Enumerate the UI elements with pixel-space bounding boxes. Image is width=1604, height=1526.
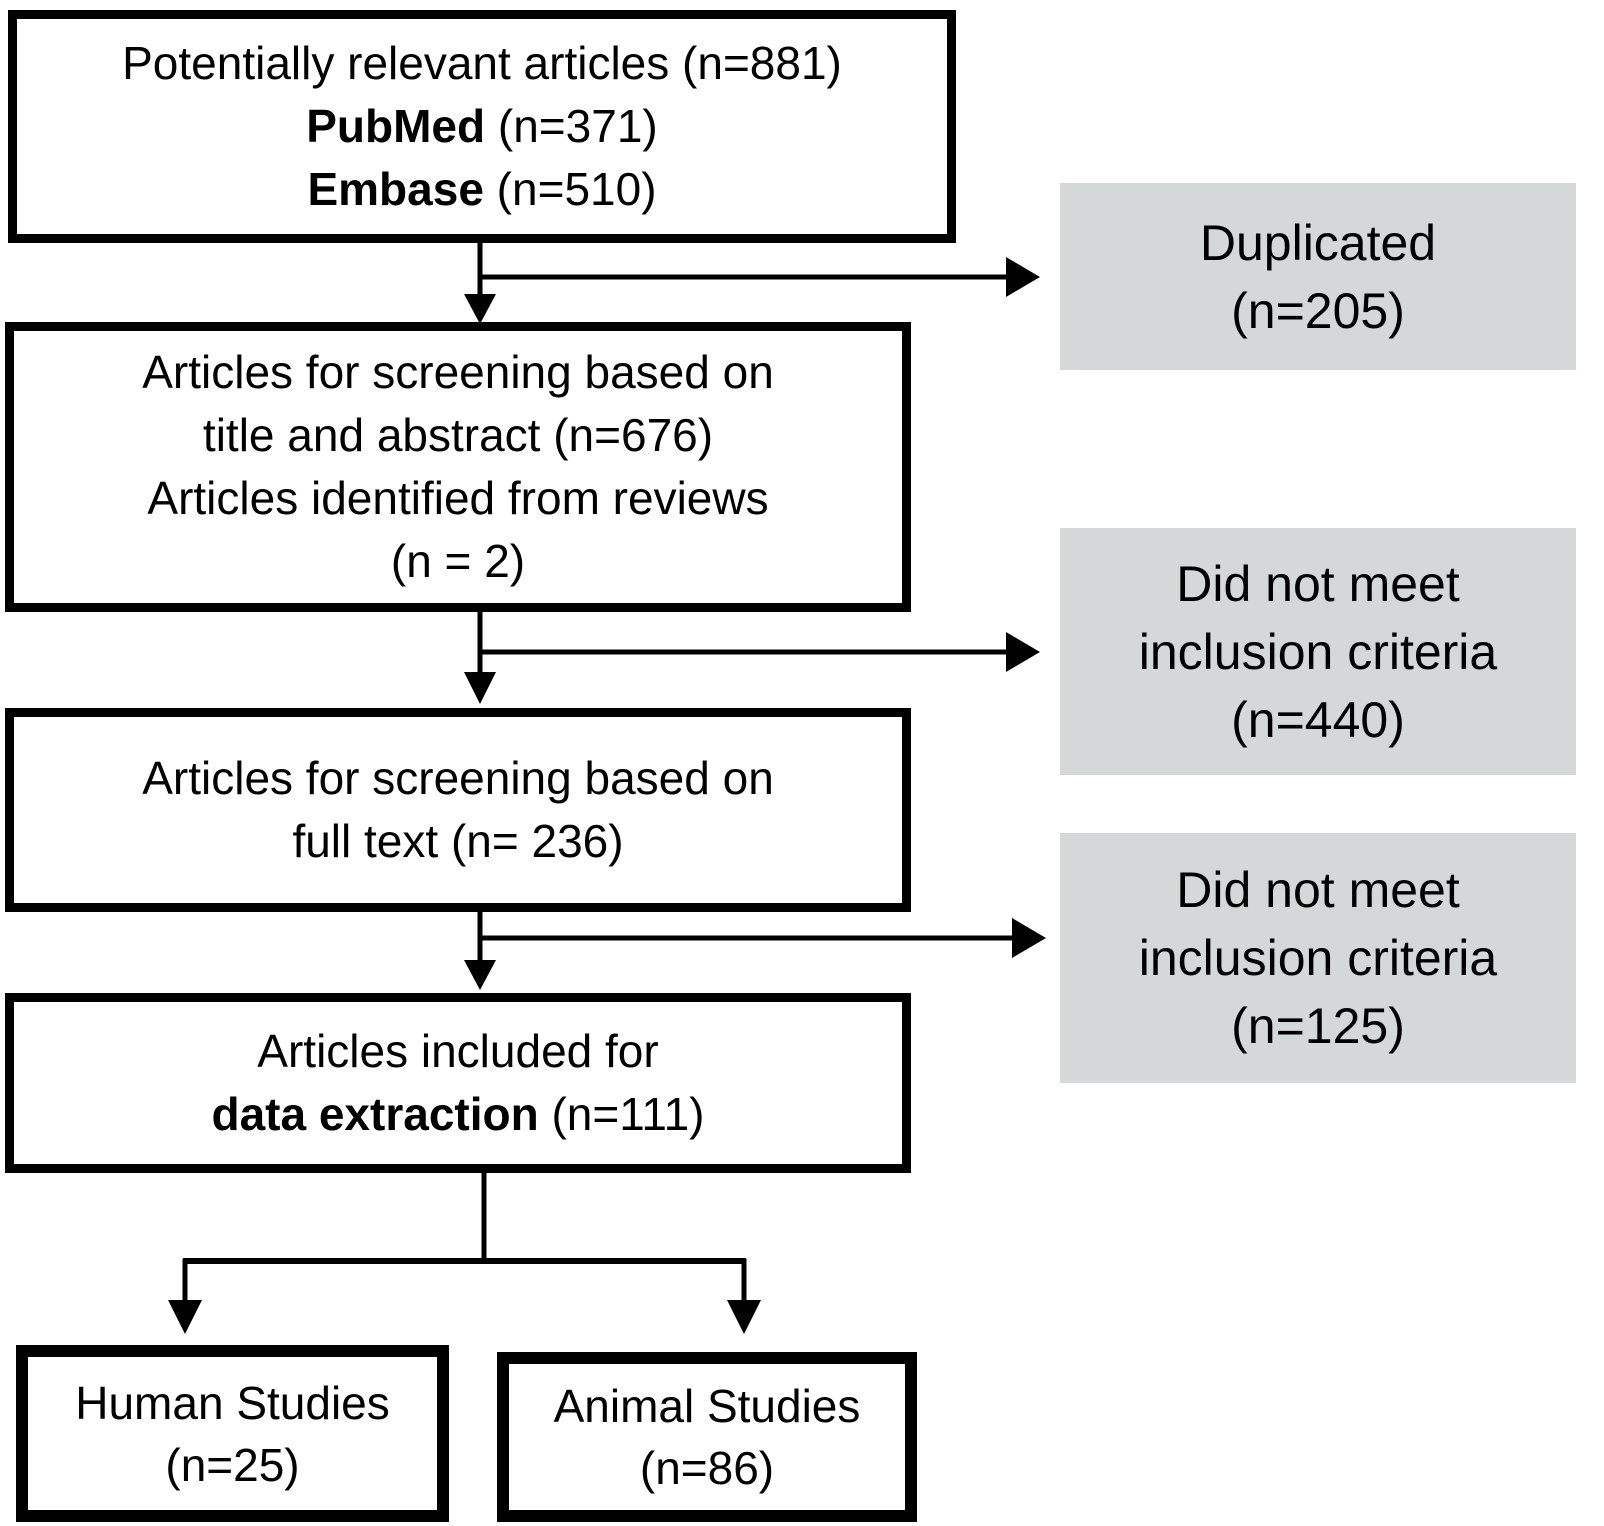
box-excluded-full-text: Did not meet inclusion criteria (n=125)	[1060, 833, 1576, 1083]
human-studies-label: Human Studies	[75, 1376, 390, 1429]
extraction-count: (n=111)	[538, 1088, 705, 1140]
excluded-125-line1: Did not meet	[1176, 862, 1460, 918]
arrow-title-screening-to-fulltext	[464, 612, 496, 704]
arrow-down-icon	[727, 1300, 761, 1334]
identification-embase: Embase (n=510)	[307, 158, 656, 221]
arrow-fulltext-to-extraction	[464, 912, 496, 990]
box-data-extraction: Articles included for data extraction (n…	[5, 993, 911, 1173]
arrow-to-excluded-125	[478, 918, 1046, 958]
animal-studies-label: Animal Studies	[553, 1380, 861, 1432]
arrow-down-icon	[464, 960, 496, 990]
excluded-440-line1: Did not meet	[1176, 555, 1460, 612]
fulltext-line2: full text (n= 236)	[292, 815, 624, 867]
identification-pubmed: PubMed (n=371)	[306, 95, 658, 158]
extraction-line1: Articles included for	[257, 1025, 659, 1077]
excluded-440-line2: inclusion criteria	[1138, 623, 1498, 680]
excluded-440-count: (n=440)	[1231, 691, 1405, 748]
box-animal-studies: Animal Studies (n=86)	[497, 1352, 917, 1522]
box-title-abstract-screening: Articles for screening based on title an…	[5, 322, 911, 612]
extraction-line2: data extraction (n=111)	[211, 1083, 704, 1146]
box-human-studies: Human Studies (n=25)	[16, 1345, 449, 1522]
connector-extraction-split	[183, 1173, 746, 1264]
excluded-125-line2: inclusion criteria	[1138, 930, 1498, 986]
arrow-right-icon	[1012, 918, 1046, 958]
arrow-right-icon	[1006, 257, 1040, 297]
excluded-125-count: (n=125)	[1231, 998, 1405, 1054]
duplicated-count: (n=205)	[1231, 282, 1405, 339]
screening-line4: (n = 2)	[390, 535, 526, 587]
animal-studies-count: (n=86)	[639, 1442, 775, 1494]
arrow-to-excluded-440	[478, 632, 1040, 672]
identification-total: Potentially relevant articles (n=881)	[122, 37, 842, 89]
arrow-right-icon	[1006, 632, 1040, 672]
arrow-to-duplicated	[478, 257, 1040, 297]
box-duplicated: Duplicated (n=205)	[1060, 183, 1576, 370]
pubmed-label: PubMed	[306, 100, 486, 152]
fulltext-line1: Articles for screening based on	[142, 752, 774, 804]
screening-line2: title and abstract (n=676)	[202, 409, 714, 461]
box-fulltext-screening: Articles for screening based on full tex…	[5, 708, 911, 912]
human-studies-count: (n=25)	[165, 1438, 300, 1491]
embase-count: (n=510)	[483, 163, 657, 215]
arrow-down-icon	[464, 294, 496, 324]
embase-label: Embase	[307, 163, 484, 215]
arrow-split-to-animal	[727, 1259, 761, 1334]
screening-line1: Articles for screening based on	[142, 346, 774, 398]
pubmed-count: (n=371)	[485, 100, 658, 152]
arrow-identification-to-title-screening	[464, 243, 496, 324]
box-excluded-title-abstract: Did not meet inclusion criteria (n=440)	[1060, 528, 1576, 775]
arrow-split-to-human	[168, 1259, 202, 1334]
arrow-down-icon	[168, 1300, 202, 1334]
extraction-bold-label: data extraction	[211, 1088, 539, 1140]
duplicated-label: Duplicated	[1199, 214, 1437, 271]
box-identification: Potentially relevant articles (n=881) Pu…	[8, 10, 956, 243]
arrow-down-icon	[464, 672, 496, 704]
screening-line3: Articles identified from reviews	[147, 472, 769, 524]
